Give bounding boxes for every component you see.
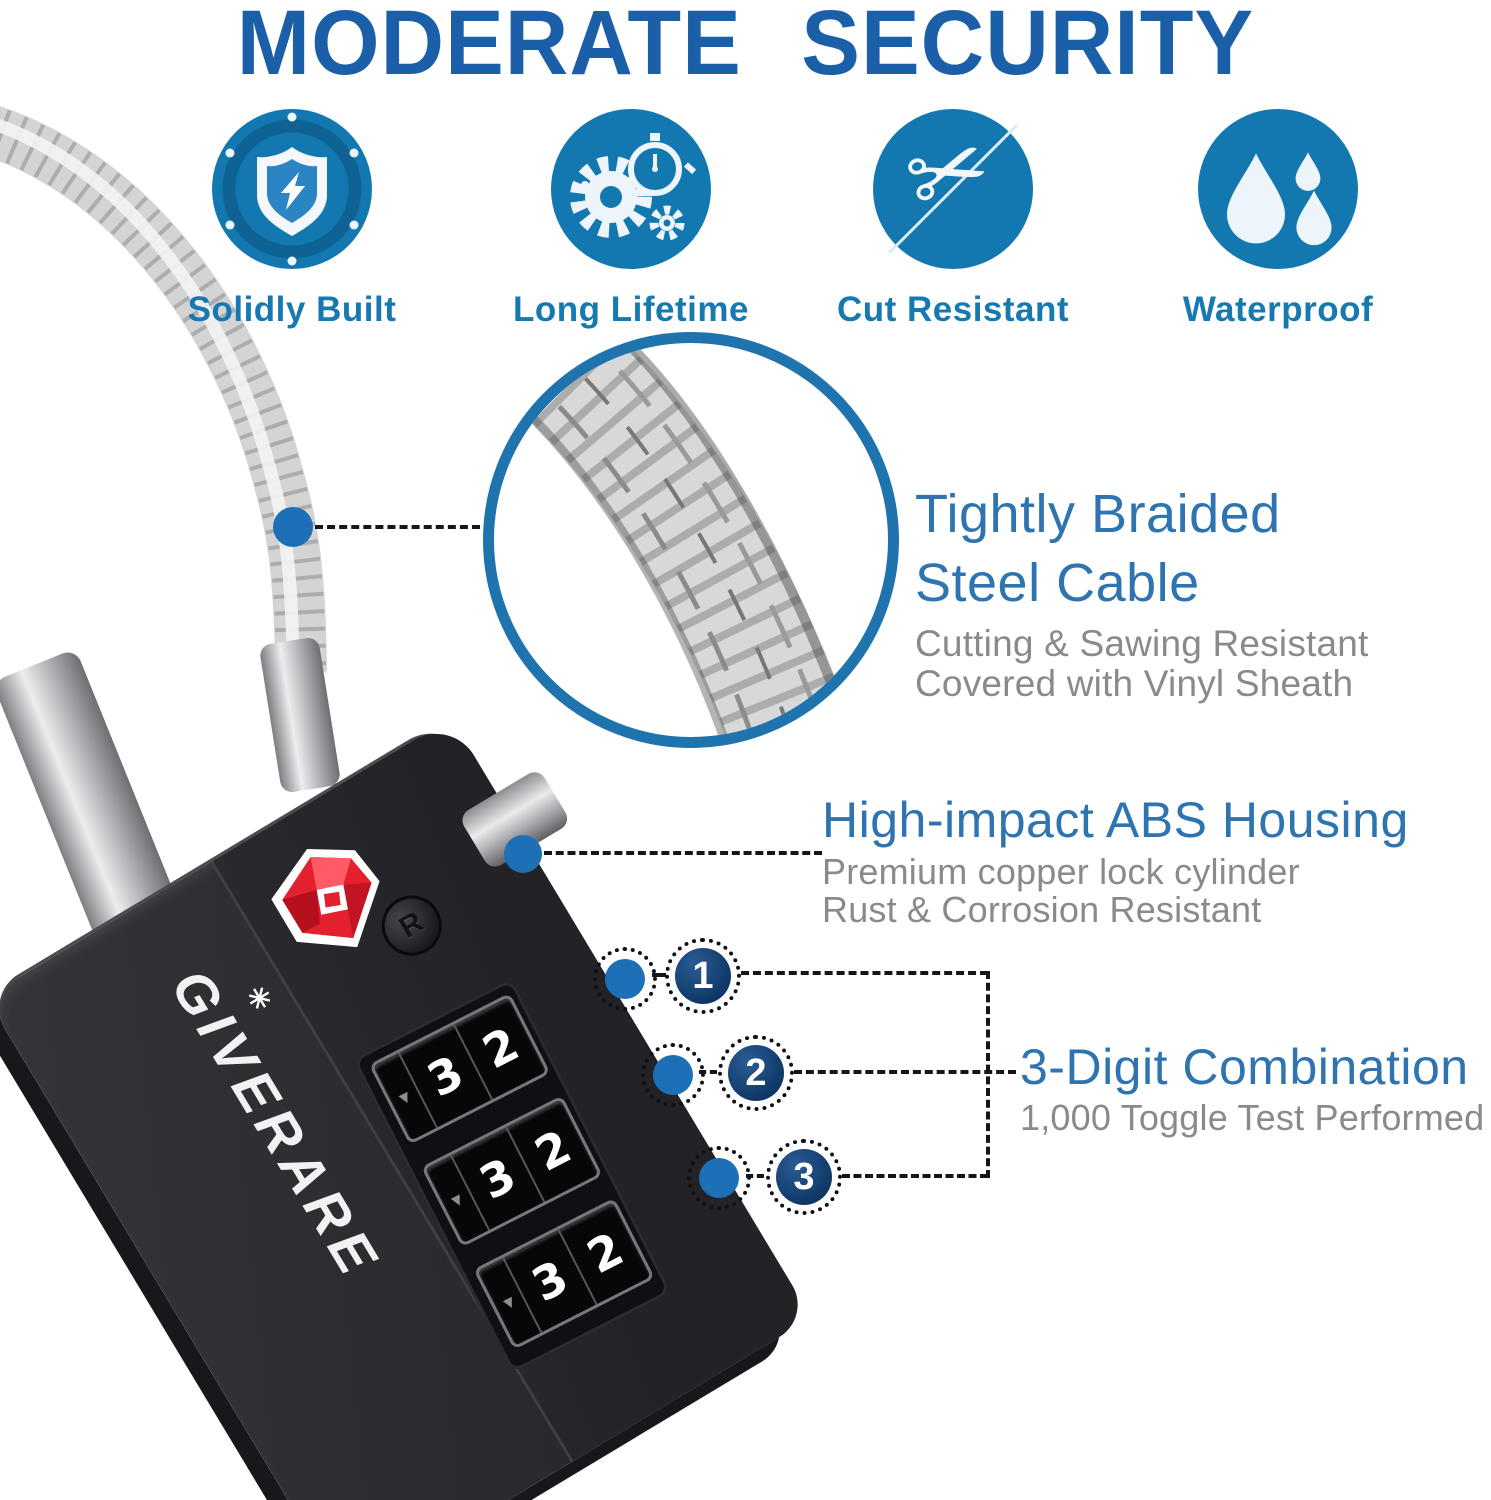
tsa-red-diamond-icon [271,848,380,948]
page-title: MODERATE SECURITY [236,0,1255,94]
braided-cable-detail-icon [494,343,853,737]
feature-item-waterproof: Waterproof [1117,108,1439,330]
scissors-icon: ✂ [873,108,1033,269]
step-dot-2 [641,1043,705,1107]
feature-label: Solidly Built [187,290,397,329]
callout-dot-housing [504,835,542,873]
lock-body: R GIVERARE ✳ ▾ 3 2 ▾ 3 2 ▾ 3 2 [0,716,812,1500]
gears-stopwatch-icon [551,109,711,269]
callout-line-cable [315,525,480,529]
shield-lightning-icon [212,109,372,269]
connector-dash [699,1070,717,1074]
feature-item-solidly-built: Solidly Built [131,108,453,330]
housing-callout: High-impact ABS Housing Premium copper l… [822,793,1409,929]
connector-dash [652,973,666,977]
connector-line-middle [794,1070,1016,1074]
step-dot-1 [593,947,657,1011]
water-drops-icon [1198,109,1358,269]
cable-callout-subtext: Cutting & Sawing Resistant Covered with … [915,623,1369,705]
step-badge-3: 3 [766,1139,842,1215]
connector-dash [746,1174,764,1178]
step-dot-3 [687,1146,751,1210]
housing-callout-heading: High-impact ABS Housing [822,792,1409,848]
reset-button-label: R [393,905,430,945]
step-badge-1: 1 [665,938,741,1014]
step-badge-2: 2 [718,1035,794,1111]
combination-callout-heading: 3-Digit Combination [1020,1039,1469,1095]
feature-item-long-lifetime: Long Lifetime [470,108,792,330]
cable-callout: Tightly Braided Steel Cable Cutting & Sa… [915,480,1369,704]
combination-callout-subtext: 1,000 Toggle Test Performed [1020,1097,1485,1138]
connector-line-top [741,971,988,975]
magnifier-circle [483,332,899,748]
feature-label: Cut Resistant [836,290,1070,329]
feature-label: Long Lifetime [513,290,749,329]
combination-callout: 3-Digit Combination 1,000 Toggle Test Pe… [1020,1040,1484,1137]
connector-line-vertical [986,971,990,1178]
callout-dot-cable [273,507,313,547]
connector-line-bottom [842,1174,988,1178]
callout-line-housing [544,851,822,855]
feature-item-cut-resistant: ✂ Cut Resistant [792,108,1114,330]
feature-label: Waterproof [1182,290,1374,329]
cable-callout-heading: Tightly Braided Steel Cable [915,484,1281,614]
housing-callout-subtext: Premium copper lock cylinder Rust & Corr… [822,851,1300,930]
